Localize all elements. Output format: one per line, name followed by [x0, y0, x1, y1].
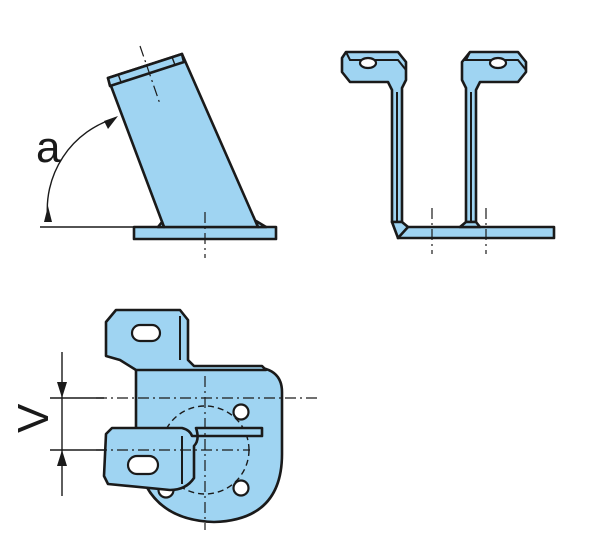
rim-detail	[171, 56, 176, 66]
mount-hole-top	[232, 403, 250, 421]
rim-detail	[117, 73, 122, 83]
right-arm-hole	[488, 56, 508, 70]
right-arm	[460, 50, 528, 224]
tube-rim	[106, 52, 186, 88]
top-view: V	[9, 308, 318, 530]
weld-fillet-right	[254, 219, 268, 229]
left-bend	[390, 220, 410, 240]
front-base-plate	[396, 225, 556, 240]
tube-centerline	[139, 45, 161, 105]
upper-arm-slot	[130, 323, 162, 343]
right-weld	[458, 220, 482, 229]
mount-hole-bottom	[232, 479, 250, 497]
angle-arc	[46, 117, 117, 222]
dim-arrow-lower	[57, 450, 67, 466]
left-arm-hole	[358, 56, 378, 70]
upper-arm	[104, 308, 268, 372]
arrow-head-bottom	[44, 206, 52, 222]
side-view: a	[36, 45, 278, 258]
front-view	[340, 50, 556, 254]
weld-fillet-left	[156, 220, 166, 229]
dim-arrow-upper	[57, 382, 67, 398]
arrow-head-top	[104, 116, 118, 129]
angle-label: a	[36, 123, 61, 172]
offset-label: V	[9, 403, 58, 433]
lower-arm-slot	[126, 454, 160, 476]
